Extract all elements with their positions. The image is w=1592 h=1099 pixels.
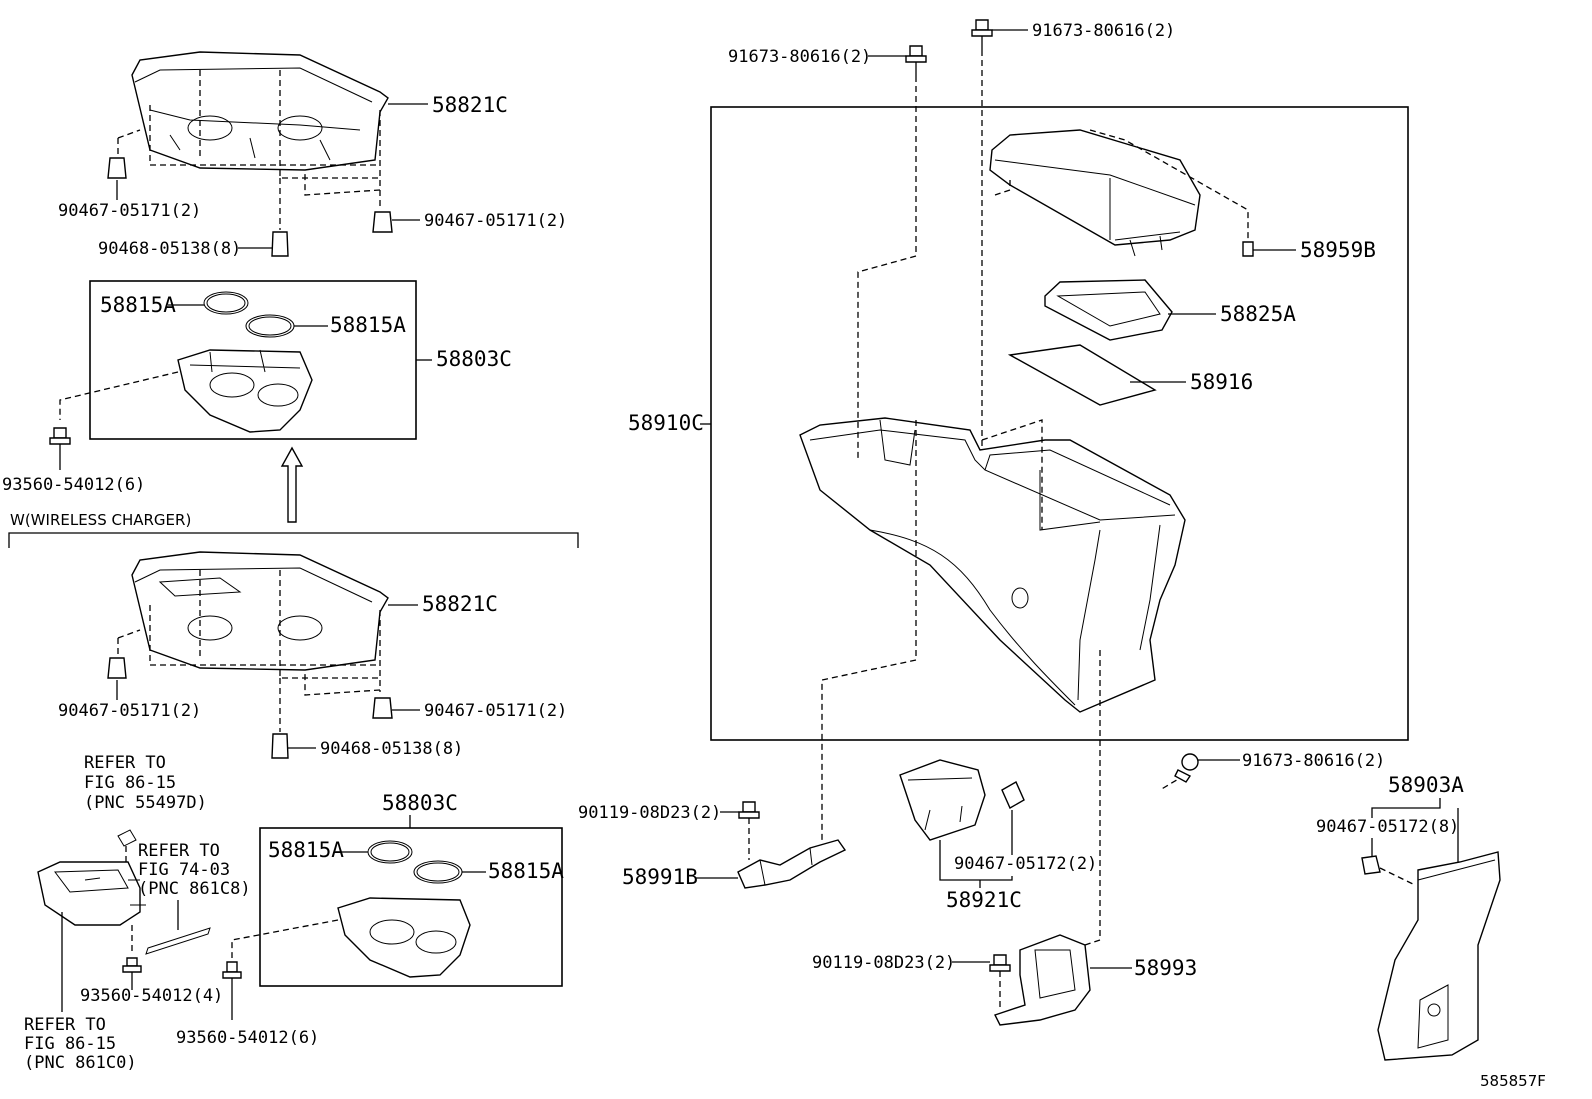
wireless-charger-icon[interactable] [37, 861, 146, 926]
bolt-icon [1174, 753, 1199, 783]
part-label: 90467-05171(2) [424, 211, 567, 231]
part-label: 58815A [268, 838, 344, 862]
clip-icon [372, 697, 393, 719]
part-label: 91673-80616(2) [1032, 21, 1175, 41]
part-label: 90119-08D23(2) [578, 803, 721, 823]
side-panel-58903a[interactable] [1377, 851, 1501, 1061]
bolt-icon [738, 801, 760, 819]
section-bracket [8, 532, 579, 548]
part-label: 90467-05172(2) [954, 854, 1097, 874]
console-body[interactable] [799, 417, 1186, 713]
clip-icon [1001, 781, 1025, 809]
part-label: 91673-80616(2) [728, 47, 871, 67]
part-label: 90468-05138(8) [320, 739, 463, 759]
screw-icon [122, 957, 142, 973]
part-label: 58815A [100, 293, 176, 317]
up-arrow-icon [280, 446, 304, 523]
clip-icon [372, 211, 393, 233]
screw-icon [222, 961, 242, 979]
cup-holder-icon[interactable] [337, 897, 471, 978]
part-label: 58821C [422, 592, 498, 616]
part-label: 58825A [1220, 302, 1296, 326]
bolt-icon [971, 19, 993, 50]
part-label: 58991B [622, 865, 698, 889]
clip-icon [107, 657, 127, 679]
refer-label: REFER TO FIG 74-03 (PNC 861C8) [138, 841, 251, 899]
armrest-lid[interactable] [989, 129, 1201, 257]
part-label: 58803C [382, 791, 458, 815]
part-label: 58815A [488, 859, 564, 883]
part-label: 90467-05171(2) [424, 701, 567, 721]
lower-tray-58821c[interactable] [131, 551, 389, 696]
bracket-58991b[interactable] [737, 839, 847, 889]
ring-icon[interactable] [413, 860, 463, 884]
ring-icon[interactable] [203, 291, 249, 315]
section-label: W(WIRELESS CHARGER) [10, 511, 191, 529]
refer-label: REFER TO FIG 86-15 (PNC 861C0) [24, 1015, 137, 1073]
part-label: 90467-05171(2) [58, 701, 201, 721]
panel-58921c[interactable] [899, 759, 986, 841]
bracket-58993[interactable] [994, 934, 1091, 1026]
bolt-icon [989, 954, 1011, 972]
part-label: 58803C [436, 347, 512, 371]
part-label: 58910C [628, 411, 704, 435]
lower-holder-box [259, 827, 563, 987]
part-label: 90467-05172(8) [1316, 817, 1459, 837]
part-label: 90467-05171(2) [58, 201, 201, 221]
ring-icon[interactable] [367, 840, 413, 864]
part-label: 58916 [1190, 370, 1253, 394]
part-label: 58903A [1388, 773, 1464, 797]
bolt-icon [905, 45, 927, 76]
charger-mat-icon [145, 927, 211, 955]
part-label: 91673-80616(2) [1242, 751, 1385, 771]
refer-label: REFER TO FIG 86-15 (PNC 55497D) [84, 753, 207, 813]
console-tray[interactable] [1044, 279, 1173, 341]
clip-icon [1361, 855, 1381, 875]
part-label: 90468-05138(8) [98, 239, 241, 259]
console-mat[interactable] [1007, 344, 1157, 406]
part-label: 58959B [1300, 238, 1376, 262]
part-label: 93560-54012(6) [176, 1028, 319, 1048]
part-label: 90119-08D23(2) [812, 953, 955, 973]
screw-icon [49, 427, 71, 445]
upper-tray-58821c[interactable] [131, 51, 389, 196]
clip-icon [271, 231, 289, 257]
part-label: 58993 [1134, 956, 1197, 980]
ring-icon[interactable] [245, 314, 295, 338]
diagram-id: 585857F [1480, 1072, 1546, 1090]
part-label: 58921C [946, 888, 1022, 912]
clip-icon [107, 157, 127, 179]
bracket-piece-icon [117, 829, 137, 847]
part-label: 93560-54012(4) [80, 986, 223, 1006]
part-label: 93560-54012(6) [2, 475, 145, 495]
clip-icon [271, 733, 289, 759]
screw-icon [1242, 241, 1254, 257]
part-label: 58821C [432, 93, 508, 117]
cup-holder-icon[interactable] [177, 349, 313, 433]
part-label: 58815A [330, 313, 406, 337]
